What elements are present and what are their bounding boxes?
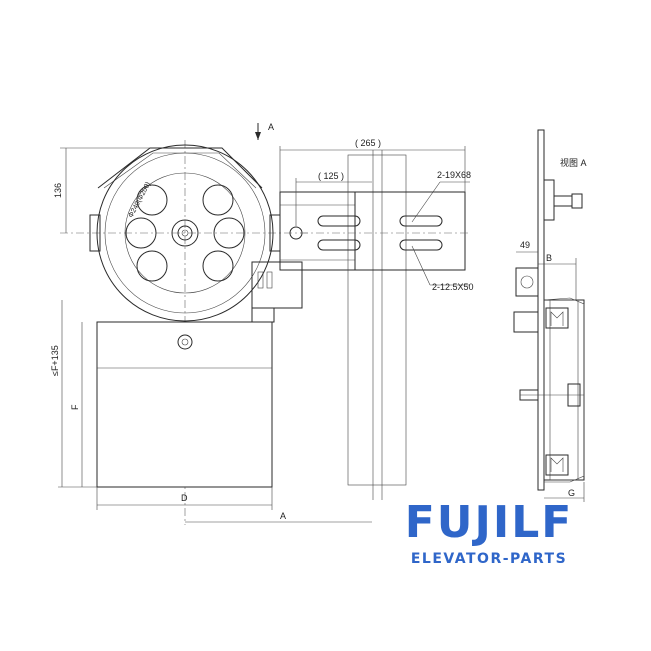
dim-f: F	[70, 404, 80, 410]
dim-125: ( 125 )	[318, 171, 344, 181]
dim-49: 49	[520, 240, 530, 250]
pulley-outer	[96, 144, 274, 322]
dim-265: ( 265 )	[355, 138, 381, 148]
dim-b: B	[546, 253, 552, 263]
dim-sf135: ≤F+135	[50, 345, 60, 376]
buffer-body	[96, 321, 273, 488]
dim-d: D	[181, 493, 188, 503]
brand-logo: FUJILF	[404, 497, 574, 548]
dim-g: G	[568, 488, 575, 498]
brand-tagline: ELEVATOR-PARTS	[410, 551, 568, 567]
section-arrow-label: A	[268, 122, 274, 132]
slot-bottom-label: 2-12.5X50	[432, 282, 474, 292]
view-a-label: 视图 A	[560, 157, 587, 168]
slot-top-label: 2-19X68	[437, 170, 471, 180]
dim-136: 136	[53, 183, 63, 198]
side-view-a: 视图 A 49 B G	[513, 129, 587, 502]
dim-a: A	[280, 511, 286, 521]
pulley-diameter-label: Φ240(Φ200)	[128, 181, 153, 219]
front-view: A ( 265 ) ( 125 ) 2-19X68 2-12.5X50 136 …	[50, 122, 474, 525]
